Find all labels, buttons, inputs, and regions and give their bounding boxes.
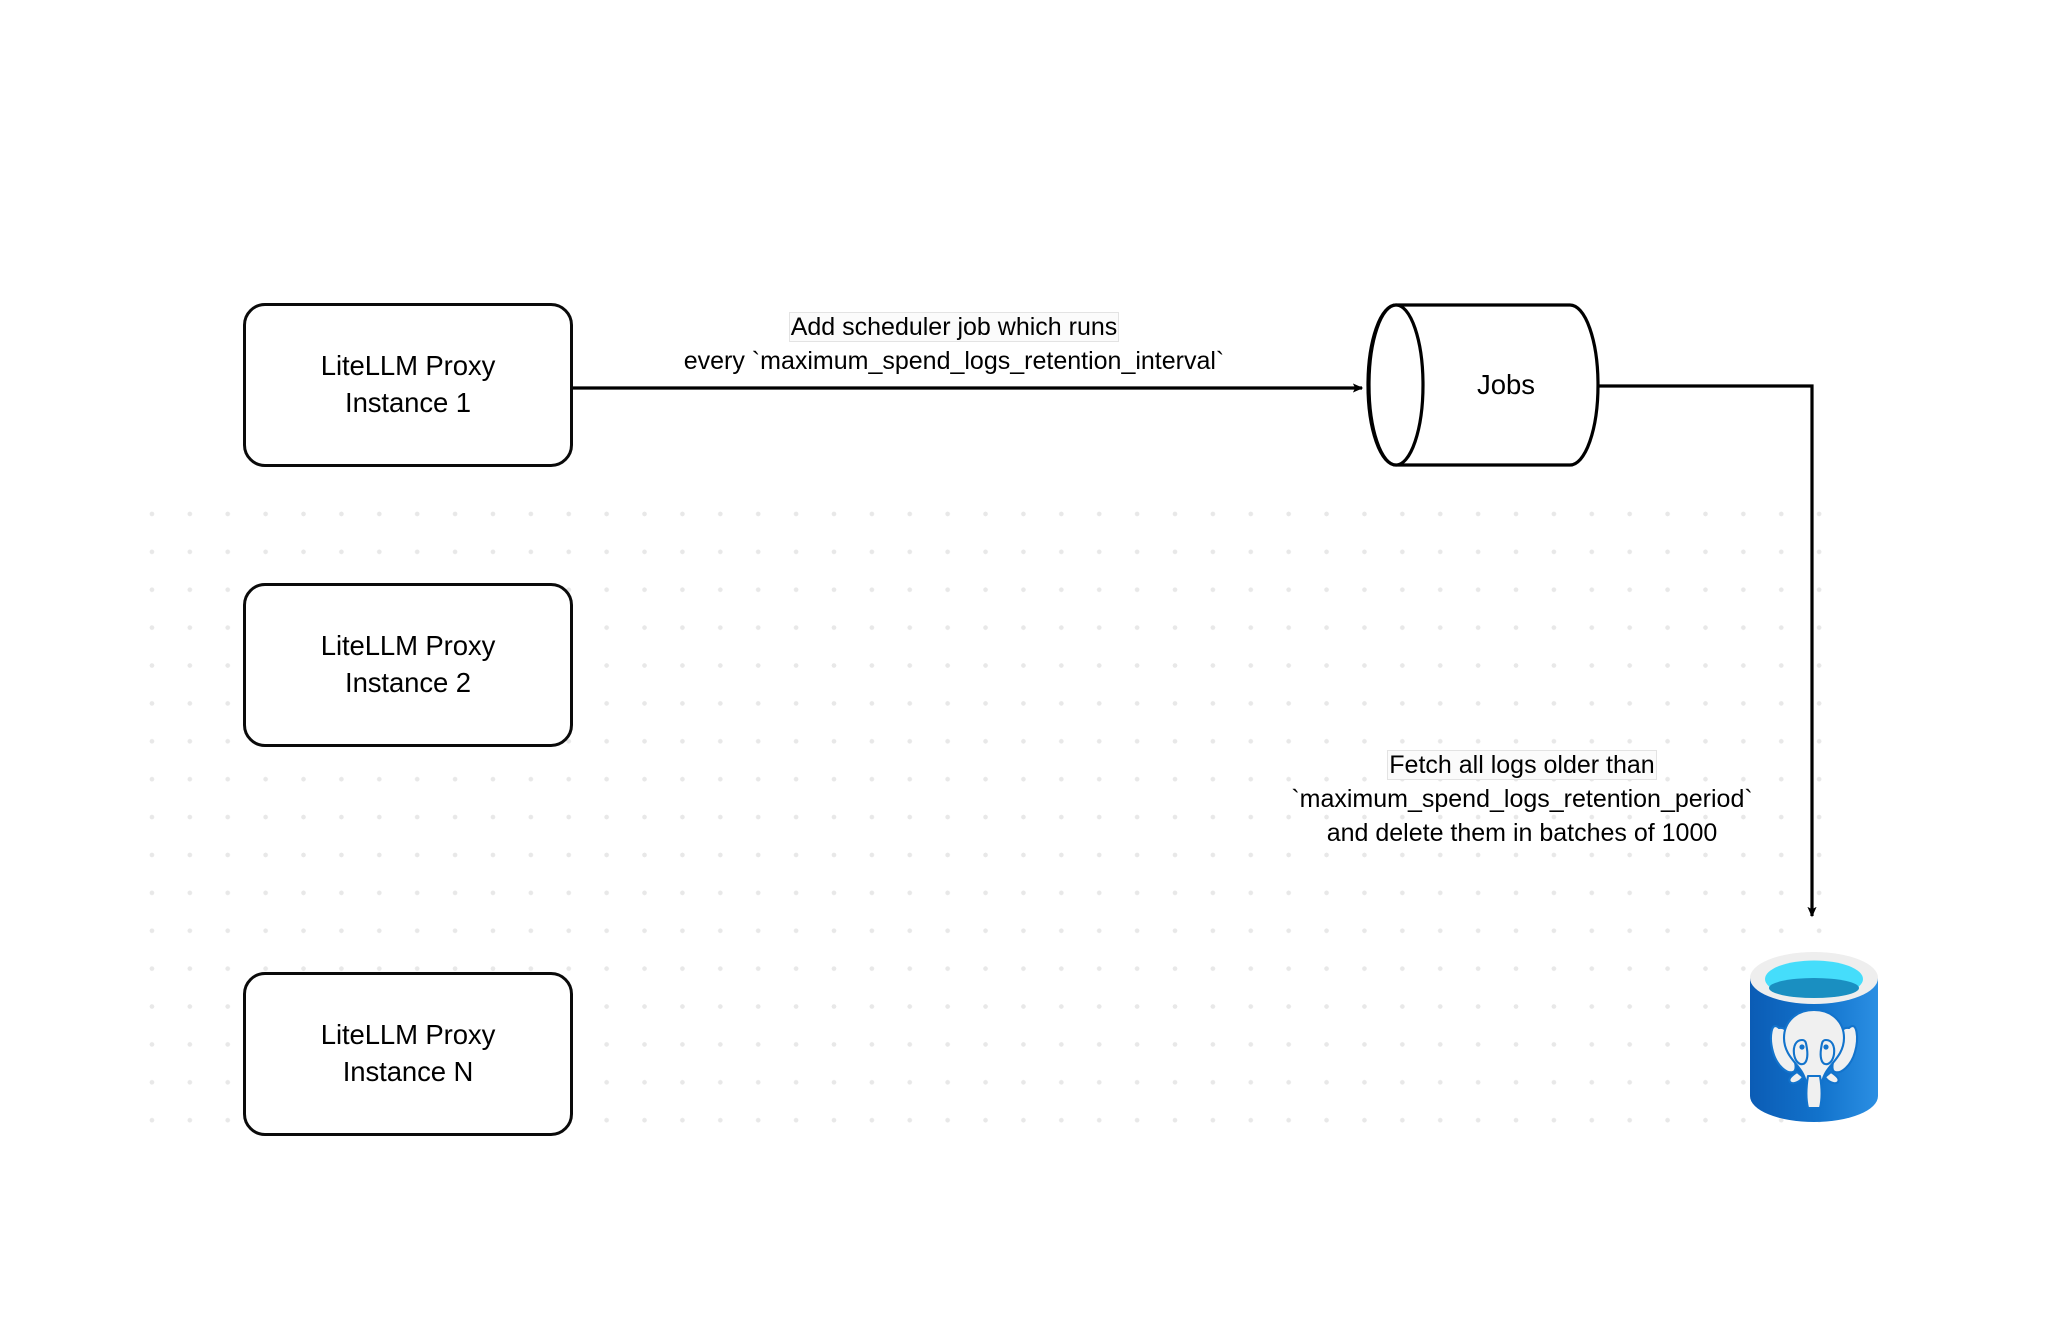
edge-label-fetch-line-1: Fetch all logs older than — [1387, 750, 1657, 780]
edge-jobs-to-postgres — [1598, 384, 1817, 918]
proxy-2-line-1: LiteLLM Proxy — [320, 630, 496, 662]
edge-label-scheduler-line-1: Add scheduler job which runs — [788, 312, 1120, 342]
proxy-n-line-2: Instance N — [342, 1056, 474, 1087]
edge-label-scheduler: Add scheduler job which runs every `maxi… — [604, 310, 1304, 378]
node-litellm-proxy-instance-n[interactable]: LiteLLM Proxy Instance N — [243, 972, 573, 1136]
edge-label-fetch-line-2: `maximum_spend_logs_retention_period` — [1291, 785, 1753, 813]
jobs-cylinder-shape — [1366, 303, 1600, 467]
proxy-2-line-2: Instance 2 — [345, 667, 471, 698]
edge-label-scheduler-line-2: every `maximum_spend_logs_retention_inte… — [683, 347, 1225, 375]
proxy-n-line-1: LiteLLM Proxy — [320, 1019, 496, 1051]
node-postgres-database[interactable] — [1746, 948, 1882, 1126]
node-litellm-proxy-instance-1[interactable]: LiteLLM Proxy Instance 1 — [243, 303, 573, 467]
jobs-label: Jobs — [1476, 369, 1536, 400]
node-litellm-proxy-instance-2[interactable]: LiteLLM Proxy Instance 2 — [243, 583, 573, 747]
edge-label-fetch-line-3: and delete them in batches of 1000 — [1326, 819, 1718, 847]
node-jobs-queue[interactable]: Jobs — [1366, 303, 1600, 467]
postgres-icon — [1750, 952, 1878, 1122]
edge-label-fetch: Fetch all logs older than `maximum_spend… — [1232, 748, 1812, 850]
proxy-1-line-2: Instance 1 — [345, 387, 471, 418]
proxy-1-line-1: LiteLLM Proxy — [320, 350, 496, 382]
